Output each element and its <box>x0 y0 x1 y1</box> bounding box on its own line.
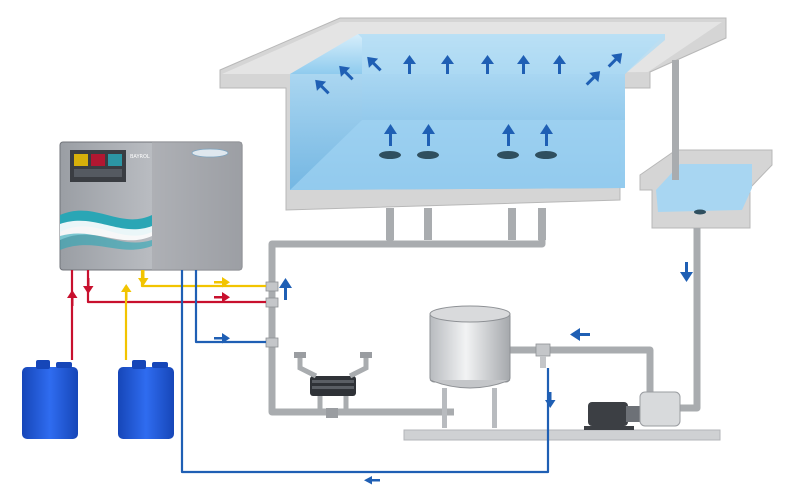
suction-pipe <box>676 228 701 412</box>
display-screen-2 <box>91 154 105 166</box>
controller-door <box>152 142 242 270</box>
flow-arrow-icon <box>315 79 330 95</box>
flow-arrow-icon <box>680 262 693 282</box>
return-main-pipe <box>268 240 454 416</box>
floor-inlet-2 <box>417 151 439 159</box>
pool-drain-pipe-1 <box>386 208 394 240</box>
flow-arrow-icon <box>570 328 590 341</box>
heat-exchanger-flange-right <box>360 352 372 358</box>
display-keypad <box>74 169 122 177</box>
drain-collector-pipe <box>386 236 546 248</box>
floor-inlet-3 <box>497 151 519 159</box>
pump-icon <box>588 402 628 426</box>
flow-arrow-icon <box>540 124 553 146</box>
flow-arrow-icon <box>214 333 230 344</box>
pool-drain-pipe-2 <box>424 208 432 240</box>
filter-leg-2 <box>492 388 497 428</box>
heat-exchanger-rib-1 <box>312 380 354 383</box>
heat-exchanger-flange-left <box>294 352 306 358</box>
pump-coupling <box>626 406 642 422</box>
flow-arrow-icon <box>367 56 382 72</box>
heat-exchanger <box>294 352 372 412</box>
injection-fitting-sample <box>265 337 279 348</box>
controller-brand: BAYROL <box>130 154 150 160</box>
sample-tap-stem <box>540 356 546 368</box>
dosing-controller: BAYROL <box>59 141 243 271</box>
canister-cap <box>36 360 50 369</box>
floor-inlet-4 <box>535 151 557 159</box>
heat-exchanger-feed <box>317 396 349 412</box>
flow-arrow-icon <box>214 292 230 303</box>
flow-arrow-icon <box>121 284 132 300</box>
pool-floor <box>290 120 625 190</box>
flow-arrow-icon <box>83 278 94 294</box>
sample-tap-fitting <box>535 343 551 357</box>
canister-handle <box>56 362 72 368</box>
blue-sample-line-in <box>194 270 266 344</box>
flow-arrow-icon <box>214 277 230 288</box>
pool-drain-pipe-4 <box>538 208 546 240</box>
overflow-balance-tank <box>639 60 773 229</box>
flow-arrow-icon <box>502 124 515 146</box>
flow-arrow-icon <box>364 476 380 485</box>
equipment-base-plate <box>403 429 721 441</box>
controller-wave-white <box>60 220 152 241</box>
flow-arrow-icon <box>481 55 494 74</box>
display-screen-1 <box>74 154 88 166</box>
flow-arrow-icon <box>517 55 530 74</box>
filter-leg-1 <box>442 388 447 428</box>
flow-arrow-icon <box>67 290 78 306</box>
chemical-canister-icon <box>22 367 78 439</box>
flow-arrow-icon <box>403 55 416 74</box>
filter-tank-bottom <box>429 379 511 389</box>
heat-exchanger-rib-2 <box>312 386 354 389</box>
flow-arrow-icon <box>553 55 566 74</box>
swimming-pool <box>219 17 727 240</box>
heat-exchanger-pipe-left <box>297 356 318 379</box>
flow-arrow-icon <box>279 278 292 300</box>
circulation-pipes <box>268 228 701 416</box>
floor-inlet-1 <box>379 151 401 159</box>
flow-arrow-icon <box>422 124 435 146</box>
circulation-pump <box>584 391 681 430</box>
dosing-arrows <box>67 270 230 344</box>
controller-wave-light <box>60 233 152 250</box>
injection-fitting-red <box>265 297 279 308</box>
sand-filter <box>429 305 511 428</box>
flow-arrow-icon <box>384 124 397 146</box>
return-line-valve <box>326 408 338 418</box>
pump-prefilter <box>639 391 681 427</box>
canister-handle <box>152 362 168 368</box>
heat-exchanger-pipe-right <box>348 356 369 379</box>
flow-arrow-icon <box>585 71 601 86</box>
chemical-canister-left <box>22 360 78 439</box>
yellow-dosing-line <box>140 270 266 288</box>
chemical-canister-right <box>118 360 174 439</box>
canister-cap <box>132 360 146 369</box>
balance-tank-outlet <box>694 209 706 215</box>
filter-tank-top <box>429 305 511 323</box>
overflow-pipe <box>672 60 679 180</box>
flow-arrow-icon <box>545 392 556 408</box>
injection-fitting-yellow <box>265 281 279 292</box>
chemical-canister-icon <box>118 367 174 439</box>
display-screen-3 <box>108 154 122 166</box>
flow-arrow-icon <box>339 65 354 81</box>
pressure-pipe <box>510 346 654 408</box>
flow-arrow-icon <box>441 55 454 74</box>
flow-arrow-icon <box>138 270 149 286</box>
flow-arrow-icon <box>607 53 623 68</box>
pump-foot <box>584 426 634 430</box>
pool-drain-pipe-3 <box>508 208 516 240</box>
blue-sample-line-return <box>180 270 550 474</box>
brand-logo <box>191 148 229 158</box>
flow-arrows <box>279 53 693 485</box>
balance-tank-water <box>656 164 752 212</box>
